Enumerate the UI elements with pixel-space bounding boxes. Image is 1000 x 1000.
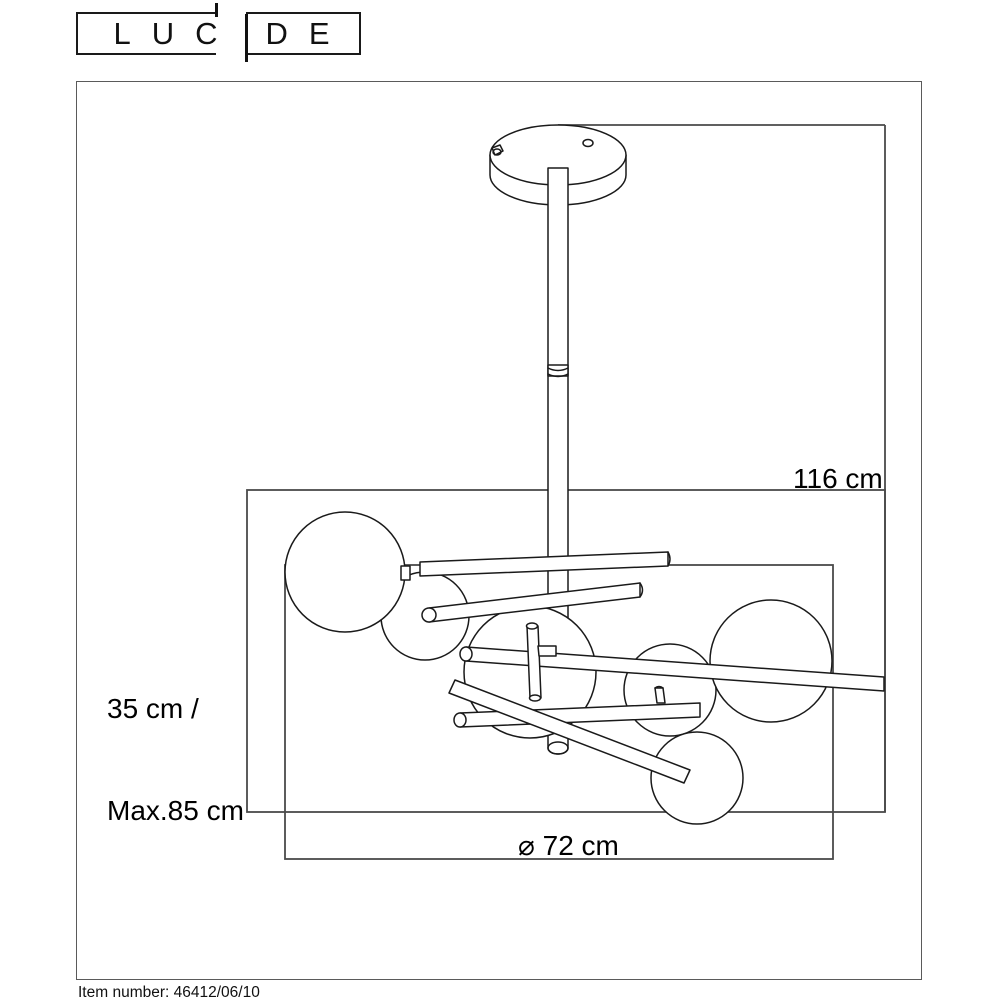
connector-left-globes xyxy=(400,565,411,581)
canopy-screw-icon xyxy=(582,138,594,148)
globe-right-lower xyxy=(650,731,744,825)
logo-c-stem-icon xyxy=(215,3,218,17)
globe-right-large xyxy=(709,599,833,723)
arm-lower-diagonal xyxy=(448,679,691,784)
arm-upper-right-cap xyxy=(667,551,671,567)
socket-right-body xyxy=(654,687,666,704)
rod-coupling xyxy=(547,364,569,378)
dimension-drop-line-2: Max.85 cm xyxy=(107,795,244,826)
socket-connector xyxy=(537,645,557,657)
item-number-text: Item number: 46412/06/10 xyxy=(78,984,260,1000)
logo-letter-e: E xyxy=(308,16,330,51)
logo-i-stem-icon xyxy=(245,14,248,62)
arm-mid-right-socket xyxy=(421,607,437,623)
logo-letter-d: D xyxy=(265,16,288,51)
canopy-outlet-hole xyxy=(492,148,502,156)
ceiling-canopy xyxy=(489,124,627,206)
dimension-drop-line-1: 35 cm / xyxy=(107,693,199,724)
arm-diagonal-main-socket xyxy=(459,646,473,662)
coupling-curve-top xyxy=(547,367,569,372)
dimension-drop-label: 35 cm / Max.85 cm xyxy=(107,624,244,896)
logo-notch-bottom xyxy=(216,51,246,57)
arm-diagonal-main xyxy=(459,646,885,692)
arm-lower-left xyxy=(453,702,701,728)
drawing-frame xyxy=(76,81,922,980)
pendant-lamp-fixture xyxy=(284,124,885,825)
arm-lower-diagonal-tube xyxy=(448,679,691,784)
arm-upper-right xyxy=(419,551,671,577)
dimension-diameter-label: ⌀ 72 cm xyxy=(518,830,619,861)
socket-body xyxy=(526,625,542,699)
globe-right-mid xyxy=(623,643,717,737)
socket-bottom-cap xyxy=(528,694,542,702)
logo-letter-c: C xyxy=(195,16,218,51)
rod-bottom-cap xyxy=(547,741,569,755)
lamp-socket-right xyxy=(654,685,666,704)
arm-lower-left-socket xyxy=(453,712,467,728)
logo-letter-l: L xyxy=(113,16,131,51)
dimension-total-height-label: 116 cm xyxy=(793,463,883,494)
arm-mid-right-cap xyxy=(639,582,644,598)
socket-top-cap xyxy=(525,622,539,630)
coupling-curve-bottom xyxy=(547,373,569,378)
connector-left-stub xyxy=(400,565,411,581)
arm-upper-right-tube xyxy=(419,551,669,577)
arm-mid-right xyxy=(421,582,644,623)
globe-left-large xyxy=(284,511,406,633)
socket-right-cap xyxy=(654,685,664,689)
canopy-cable-outlet xyxy=(491,144,504,156)
lamp-socket-center xyxy=(525,622,557,702)
logo-notch-top xyxy=(216,10,246,15)
brand-logo-lettering: L U C D E xyxy=(76,12,361,55)
logo-letter-u: U xyxy=(151,16,175,51)
